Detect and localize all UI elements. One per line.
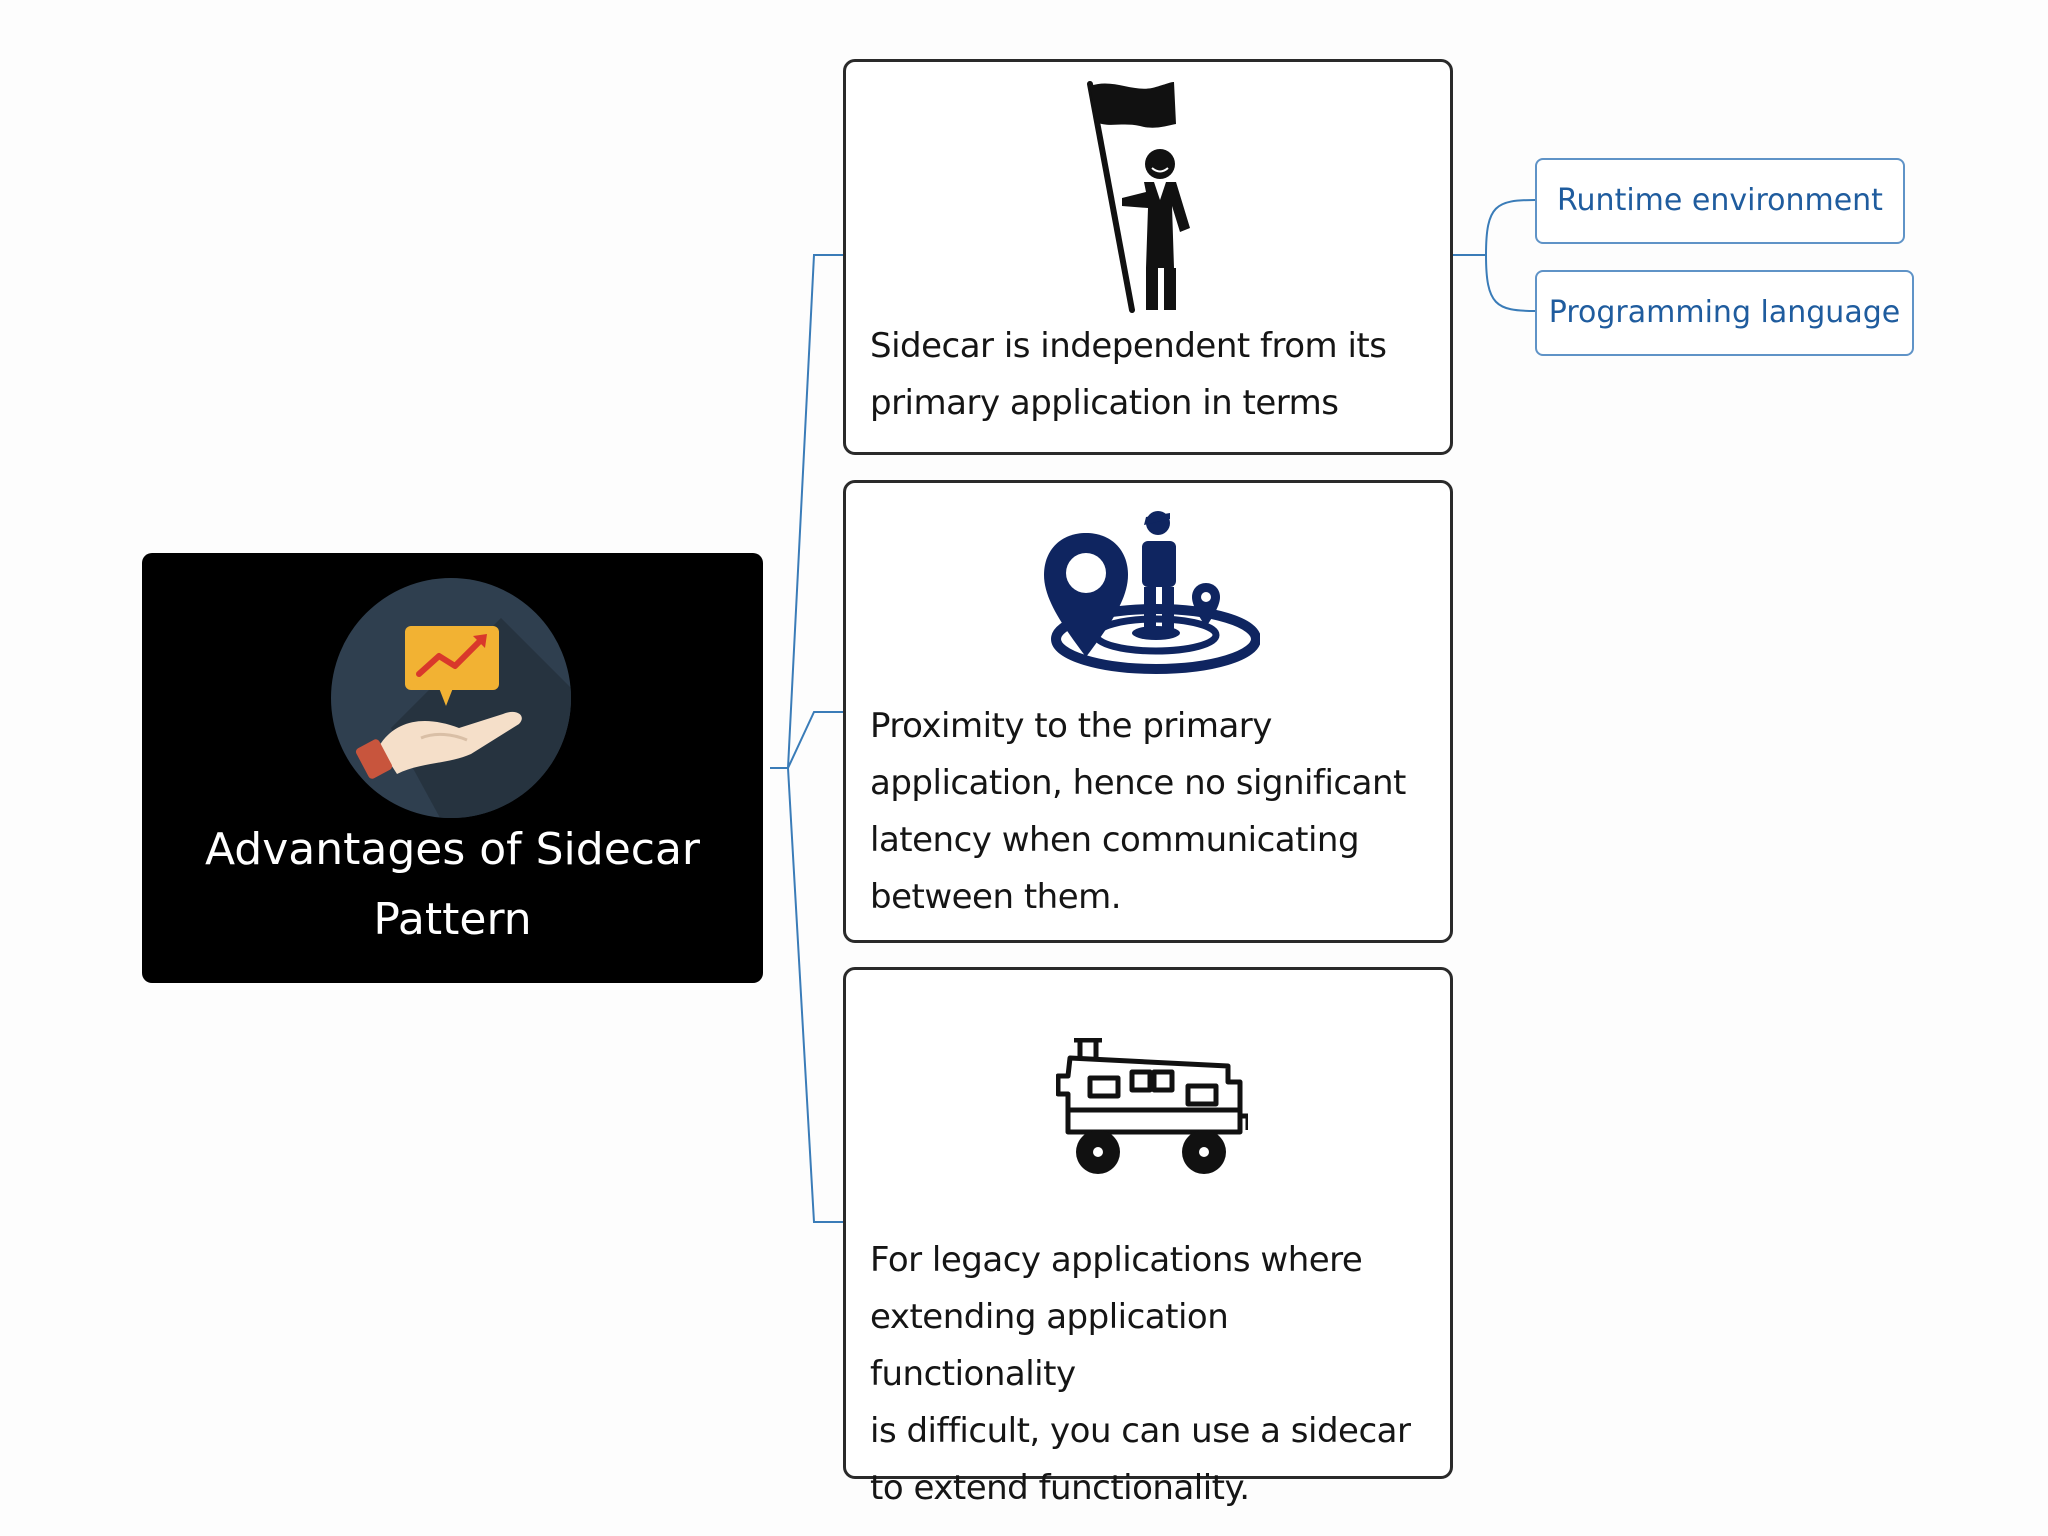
hand-with-growth-chart-icon xyxy=(331,578,571,818)
root-title: Advantages of Sidecar Pattern xyxy=(162,815,743,955)
card-text-line: to extend functionality. xyxy=(870,1468,1250,1508)
card-text-line: primary application in terms xyxy=(870,383,1339,423)
person-with-flag-icon xyxy=(1087,81,1190,313)
card-text-line: application, hence no significant xyxy=(870,763,1406,803)
leaf-programming-language[interactable]: Programming language xyxy=(1535,270,1914,356)
card-text-line: is difficult, you can use a sidecar xyxy=(870,1411,1411,1451)
card-text-line: extending application functionality xyxy=(870,1297,1229,1394)
card-text-line: Sidecar is independent from its xyxy=(870,326,1387,366)
card-text-line: latency when communicating xyxy=(870,820,1360,860)
connector-root-to-cards xyxy=(770,254,843,1223)
leaf-runtime-environment[interactable]: Runtime environment xyxy=(1535,158,1905,244)
root-node[interactable]: Advantages of Sidecar Pattern xyxy=(142,553,763,983)
card-proximity[interactable]: Proximity to the primary application, he… xyxy=(843,480,1453,943)
wagon-car-icon xyxy=(1056,1038,1248,1174)
card-text: Sidecar is independent from its primary … xyxy=(870,318,1430,432)
root-title-line: Advantages of Sidecar xyxy=(204,824,701,875)
root-title-line: Pattern xyxy=(373,894,532,945)
person-location-pin-icon xyxy=(1044,511,1260,674)
card-independence[interactable]: Sidecar is independent from its primary … xyxy=(843,59,1453,455)
card-text-line: For legacy applications where xyxy=(870,1240,1363,1280)
card-text-line: Proximity to the primary xyxy=(870,706,1272,746)
connector-card-to-leaves xyxy=(1450,199,1536,312)
card-legacy[interactable]: For legacy applications where extending … xyxy=(843,967,1453,1508)
card-text: Proximity to the primary application, he… xyxy=(870,698,1430,926)
card-text-line: between them. xyxy=(870,877,1122,917)
card-text: For legacy applications where extending … xyxy=(870,1232,1430,1517)
